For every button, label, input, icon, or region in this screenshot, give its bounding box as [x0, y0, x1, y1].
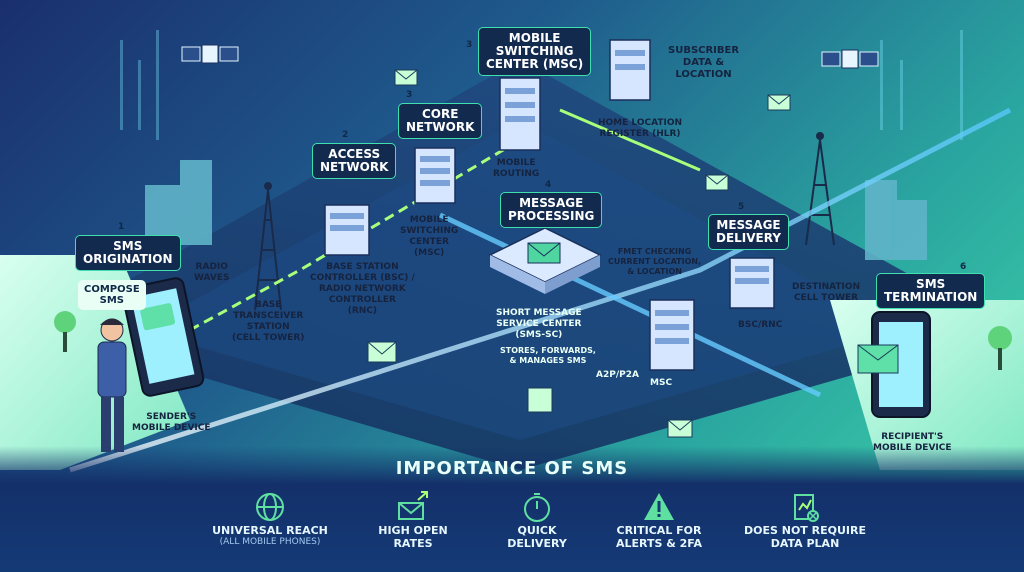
bsc-rnc-label: BASE STATION CONTROLLER (BSC) / RADIO NE…	[310, 262, 415, 316]
alert-triangle-icon	[644, 493, 674, 520]
step-3b-number: 3	[466, 40, 473, 50]
destination-tower-label: DESTINATION CELL TOWER	[792, 282, 861, 303]
step-2-access-network: ACCESS NETWORK	[312, 143, 397, 179]
globe-icon	[256, 493, 284, 521]
step-1-number: 1	[118, 222, 125, 232]
server-icon	[324, 204, 370, 256]
benefit-universal-reach: UNIVERSAL REACH (ALL MOBILE PHONES)	[195, 490, 345, 548]
benefit-title: DOES NOT REQUIRE DATA PLAN	[744, 524, 866, 550]
location-check-label: FMET CHECKING CURRENT LOCATION, & LOCATI…	[608, 247, 702, 276]
server-icon	[649, 299, 695, 371]
step-1-label: SMS ORIGINATION	[83, 239, 173, 266]
radio-waves-label: RADIO WAVES	[194, 262, 230, 283]
bsc-rnc-right-label: BSC/RNC	[738, 320, 783, 330]
benefit-title: CRITICAL FOR ALERTS & 2FA	[615, 524, 703, 550]
signal-beam	[438, 212, 822, 398]
subscriber-data-label: SUBSCRIBER DATA & LOCATION	[668, 45, 740, 80]
buildings-right	[865, 180, 927, 260]
cell-tower-icon	[254, 182, 282, 311]
step-5-number: 5	[738, 202, 745, 212]
step-2-label: ACCESS NETWORK	[320, 147, 389, 174]
bts-label: BASE TRANSCEIVER STATION (CELL TOWER)	[232, 300, 305, 343]
step-6-number: 6	[960, 262, 967, 272]
step-4-message-processing: MESSAGE PROCESSING	[500, 192, 603, 228]
mobile-routing-label: MOBILE ROUTING	[493, 158, 540, 179]
server-icon	[499, 77, 541, 151]
step-3b-label: MOBILE SWITCHING CENTER (MSC)	[486, 31, 584, 71]
step-1-sms-origination: SMS ORIGINATION	[75, 235, 181, 271]
a2p-label: A2P/P2A	[596, 370, 639, 380]
hlr-label: HOME LOCATION REGISTER (HLR)	[598, 118, 683, 139]
satellite-icon	[821, 49, 879, 69]
smsc-hub-icon	[488, 227, 602, 294]
msc-mid-label: MOBILE SWITCHING CENTER (MSC)	[400, 215, 459, 258]
tree-icon	[988, 326, 1012, 370]
step-3-core-network: CORE NETWORK	[398, 103, 483, 139]
recipient-phone-icon	[857, 311, 931, 418]
no-data-icon	[794, 494, 819, 522]
step-4-number: 4	[545, 180, 552, 190]
benefit-quick-delivery: QUICK DELIVERY	[462, 490, 612, 550]
server-icon	[414, 147, 456, 204]
smsc-description: STORES, FORWARDS, & MANAGES SMS	[500, 346, 596, 365]
benefit-no-data-plan: DOES NOT REQUIRE DATA PLAN	[730, 490, 880, 550]
stopwatch-icon	[524, 493, 550, 522]
envelope-growth-icon	[398, 491, 428, 520]
compose-sms-bubble: COMPOSE SMS	[78, 280, 146, 310]
sender-device-label: SENDER'S MOBILE DEVICE	[132, 412, 211, 433]
signal-beam	[69, 107, 1012, 473]
tree-icon	[54, 311, 76, 352]
flow-arrow	[559, 108, 701, 172]
benefit-critical-alerts: CRITICAL FOR ALERTS & 2FA	[584, 490, 734, 550]
step-6-label: SMS TERMINATION	[884, 277, 978, 304]
satellite-icon	[181, 44, 239, 64]
step-2-number: 2	[342, 130, 349, 140]
msc-low-label: MSC	[650, 378, 673, 388]
step-5-message-delivery: MESSAGE DELIVERY	[708, 214, 790, 250]
data-columns	[120, 30, 963, 140]
importance-title: IMPORTANCE OF SMS	[395, 458, 629, 479]
step-5-label: MESSAGE DELIVERY	[716, 218, 782, 245]
step-6-sms-termination: SMS TERMINATION	[876, 273, 986, 309]
step-3a-label: CORE NETWORK	[406, 107, 475, 134]
step-3-msc: MOBILE SWITCHING CENTER (MSC)	[478, 27, 592, 76]
benefit-title: QUICK DELIVERY	[507, 524, 567, 550]
step-4-label: MESSAGE PROCESSING	[508, 196, 595, 223]
buildings-left	[145, 160, 212, 245]
compose-sms-label: COMPOSE SMS	[84, 284, 140, 306]
destination-cell-tower-icon	[805, 132, 835, 246]
benefit-title: HIGH OPEN RATES	[378, 524, 448, 550]
hlr-server-icon	[609, 39, 651, 101]
sender-person-icon	[97, 318, 127, 452]
envelope-icon	[367, 69, 791, 438]
step-3a-number: 3	[406, 90, 413, 100]
benefit-title: UNIVERSAL REACH	[212, 524, 328, 537]
benefit-high-open-rates: HIGH OPEN RATES	[338, 490, 488, 550]
server-icon	[729, 257, 775, 309]
importance-panel	[0, 446, 1024, 572]
benefit-subtitle: (ALL MOBILE PHONES)	[219, 537, 321, 547]
smsc-label: SHORT MESSAGE SERVICE CENTER (SMS-SC)	[496, 308, 582, 340]
